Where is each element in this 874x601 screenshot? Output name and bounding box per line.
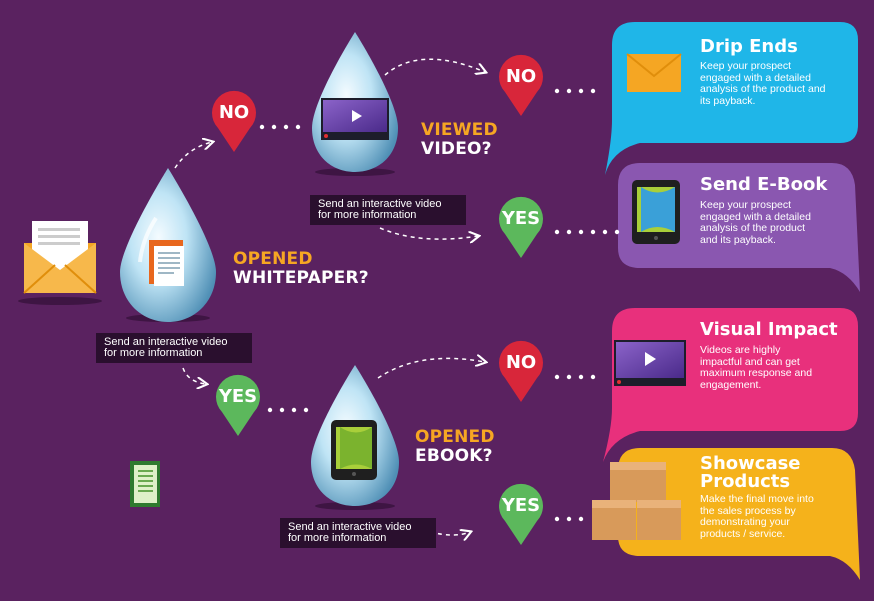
card-text-line: engaged with a detailed: [700, 71, 811, 84]
no-badge-label: NO: [219, 102, 249, 123]
card-title-line: Showcase: [700, 453, 801, 474]
card-text-line: Keep your prospect: [700, 199, 792, 211]
document-icon: [149, 240, 184, 286]
flow-arrows: [174, 58, 485, 535]
card-text-line: maximum response and: [700, 367, 813, 379]
card-title-showcase-products: Showcase Products: [700, 455, 801, 491]
caption-line: for more information: [318, 209, 417, 221]
card-title-drip-ends: Drip Ends: [700, 36, 798, 57]
card-text-line: its payback.: [700, 94, 756, 107]
card-text-line: products / service.: [700, 527, 786, 540]
video-player-icon: [321, 98, 389, 140]
card-text-line: and its payback.: [700, 233, 776, 246]
no-badge-label: NO: [506, 352, 536, 373]
water-drop-whitepaper: [120, 168, 216, 322]
yes-badge-ebook: YES: [499, 483, 543, 545]
card-title-visual-impact: Visual Impact: [700, 319, 838, 340]
card-text-line: demonstrating your: [700, 516, 790, 528]
card-text-line: impactful and can get: [700, 355, 800, 368]
outcome-card-showcase-products: [618, 448, 860, 580]
card-text-line: the sales process by: [700, 504, 796, 517]
caption-line: Send an interactive video: [104, 336, 228, 348]
connector-dots: [259, 88, 620, 522]
question-opened-ebook: OPENED EBOOK?: [415, 428, 495, 466]
question-opened-whitepaper: OPENED WHITEPAPER?: [233, 250, 369, 288]
caption-line: for more information: [288, 532, 387, 544]
water-drop-ebook: [311, 365, 399, 510]
no-badge-label: NO: [506, 66, 536, 87]
caption-send-video-bottom: Send an interactive video for more infor…: [280, 518, 436, 548]
card-text-line: Videos are highly: [700, 344, 781, 356]
card-text-showcase-products: Make the final move into the sales proce…: [700, 493, 840, 540]
card-text-line: Keep your prospect: [700, 60, 792, 72]
card-text-line: analysis of the product and: [700, 83, 826, 95]
video-player-icon: [614, 340, 686, 386]
card-text-line: engaged with a detailed: [700, 210, 811, 223]
water-drop-video: [312, 32, 398, 176]
boxes-icon: [592, 462, 681, 540]
yes-badge-whitepaper: YES: [215, 374, 260, 436]
card-title-line: Products: [700, 471, 791, 492]
card-text-drip-ends: Keep your prospect engaged with a detail…: [700, 60, 840, 107]
yes-badge-label: YES: [501, 495, 540, 516]
yes-badge-label: YES: [218, 386, 257, 407]
tablet-ebook-icon: [632, 180, 680, 244]
question-line1: VIEWED: [421, 120, 498, 140]
caption-line: Send an interactive video: [318, 198, 442, 210]
question-line2: VIDEO?: [421, 139, 492, 159]
yes-badge-video: YES: [499, 196, 543, 258]
envelope-icon: [18, 221, 102, 305]
no-badge-video: NO: [499, 54, 543, 116]
question-line1: OPENED: [415, 427, 495, 447]
no-badge-ebook: NO: [499, 340, 543, 402]
question-viewed-video: VIEWED VIDEO?: [421, 121, 498, 159]
card-text-line: Make the final move into: [700, 493, 814, 505]
caption-send-video-left: Send an interactive video for more infor…: [96, 333, 252, 363]
card-text-visual-impact: Videos are highly impactful and can get …: [700, 344, 840, 391]
small-document-icon: [130, 461, 160, 507]
envelope-icon: [626, 53, 682, 92]
question-line2: WHITEPAPER?: [233, 268, 369, 288]
card-text-line: analysis of the product: [700, 222, 806, 234]
caption-send-video-top: Send an interactive video for more infor…: [310, 195, 466, 225]
question-line1: OPENED: [233, 249, 313, 269]
no-badge-whitepaper: NO: [212, 90, 256, 152]
caption-line: Send an interactive video: [288, 521, 412, 533]
caption-line: for more information: [104, 347, 203, 359]
card-text-send-ebook: Keep your prospect engaged with a detail…: [700, 199, 840, 246]
tablet-ebook-icon: [331, 420, 377, 480]
question-line2: EBOOK?: [415, 446, 493, 466]
yes-badge-label: YES: [501, 208, 540, 229]
card-text-line: engagement.: [700, 378, 762, 391]
card-title-send-ebook: Send E-Book: [700, 174, 828, 195]
